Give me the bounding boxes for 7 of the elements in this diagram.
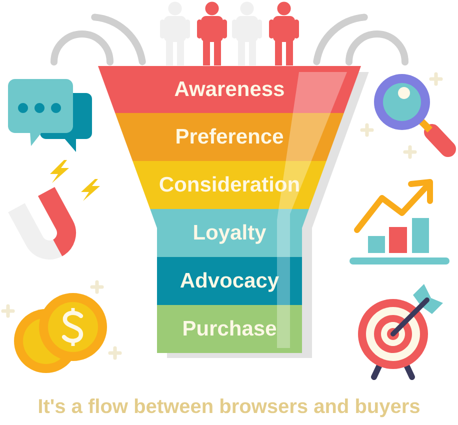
funnel-band: Loyalty [150,209,309,257]
caption: It's a flow between browsers and buyers [39,398,420,418]
funnel-band: Awareness [98,66,361,113]
funnel-band: Purchase [157,305,302,353]
funnel-band: Preference [115,113,344,161]
funnel-band: Consideration [132,161,326,209]
funnel-band: Advocacy [157,257,302,305]
